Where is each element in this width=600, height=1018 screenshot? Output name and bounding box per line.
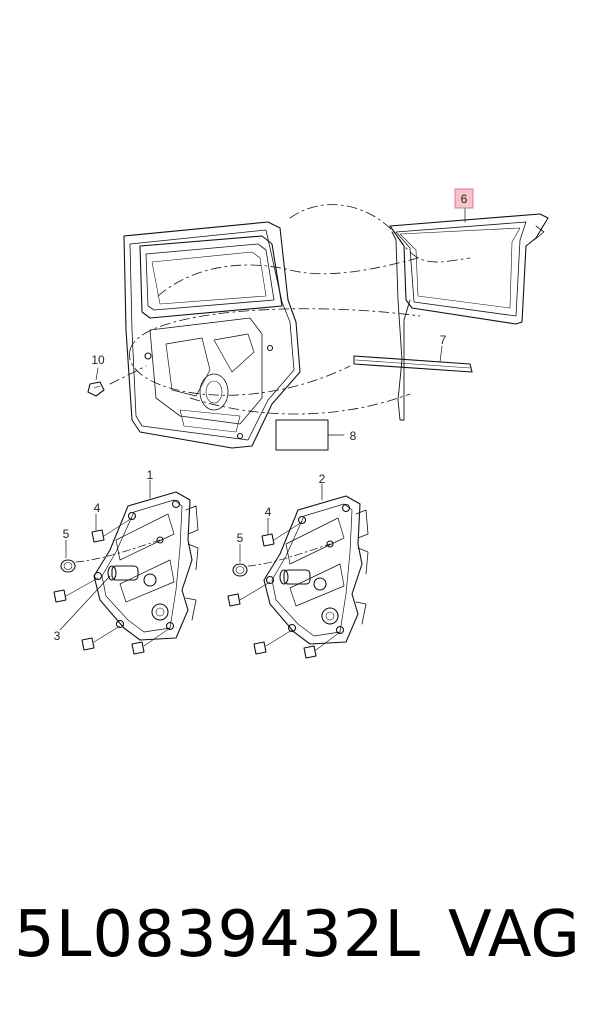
window-regulator-right xyxy=(263,495,369,645)
label-box xyxy=(275,419,329,451)
screw-10 xyxy=(87,381,105,397)
callout-3: 3 xyxy=(54,629,61,643)
callout-5-left: 5 xyxy=(63,527,70,541)
callout-1: 1 xyxy=(147,468,154,482)
part-number: 5L0839432L xyxy=(14,898,422,972)
seal-strip xyxy=(353,355,473,373)
fasteners-right xyxy=(227,521,341,659)
callout-4-right: 4 xyxy=(265,505,272,519)
door-panel xyxy=(123,221,301,449)
fasteners-left xyxy=(53,517,171,655)
callout-5-right: 5 xyxy=(237,531,244,545)
leader-lines xyxy=(59,207,466,631)
callout-2: 2 xyxy=(319,472,326,486)
callout-10: 10 xyxy=(91,353,105,367)
callout-7: 7 xyxy=(440,333,447,347)
brand-name: VAG xyxy=(448,898,580,972)
window-regulator-left xyxy=(93,491,199,641)
window-glass-assembly xyxy=(389,213,549,421)
callout-8: 8 xyxy=(350,429,357,443)
callout-6: 6 xyxy=(461,192,468,206)
callout-4-left: 4 xyxy=(94,501,101,515)
footer: 5L0839432L VAG xyxy=(0,880,600,990)
callout-6-highlight xyxy=(454,188,474,209)
parts-diagram: 6 7 8 10 1 2 4 4 5 5 3 xyxy=(53,188,549,659)
